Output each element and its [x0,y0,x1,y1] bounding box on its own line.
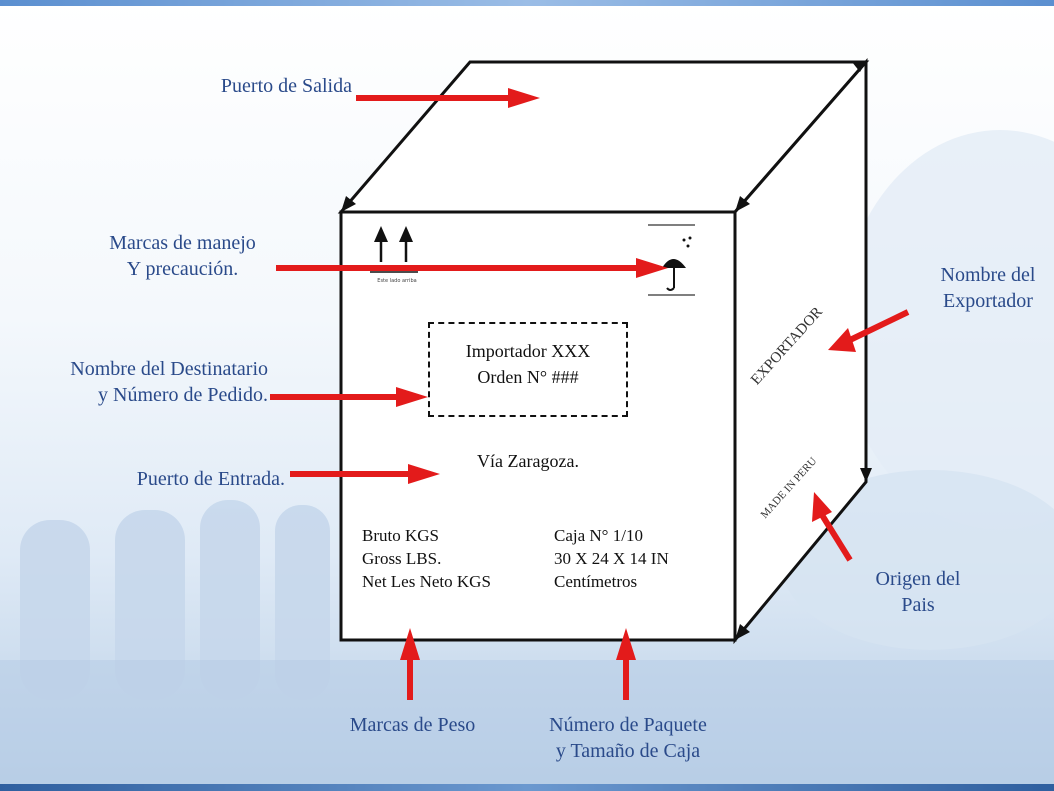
label-origen-line1: Origen del [875,568,961,590]
label-puerto-salida: Puerto de Salida [160,73,352,99]
label-numero-paquete-line1: Número de Paquete [549,714,707,736]
weight-line-2: Gross LBS. [362,549,442,568]
fragile-caption: Este lado arriba [377,278,417,284]
arrow-origen [812,492,853,562]
destinatario-dashed-box [428,322,628,417]
bottom-border [0,784,1054,791]
orden-text: Orden N° ### [477,367,579,387]
label-numero-paquete: Número de Paquete y Tamaño de Caja [528,712,728,764]
arrow-numero-paquete [616,628,636,700]
package-line-2: 30 X 24 X 14 IN [554,549,669,568]
package-line-1: Caja N° 1/10 [554,526,643,545]
label-destinatario-line2: y Número de Pedido. [98,384,268,406]
importador-text: Importador XXX [465,341,591,361]
via-text: Vía Zaragoza. [428,450,628,473]
label-exportador-line2: Exportador [943,290,1033,312]
weight-line-1: Bruto KGS [362,526,439,545]
label-marcas-manejo-line1: Marcas de manejo [109,232,256,254]
label-marcas-manejo-line2: Y precaución. [126,258,239,280]
label-puerto-entrada: Puerto de Entrada. [80,466,285,492]
label-exportador: Nombre del Exportador [918,262,1054,314]
label-destinatario-line1: Nombre del Destinatario [70,358,268,380]
arrow-puerto-entrada [290,464,440,484]
arrow-puerto-salida [356,88,540,108]
arrow-destinatario [270,387,428,407]
box-edge-arrowheads [341,62,872,640]
label-exportador-line1: Nombre del [940,264,1036,286]
label-origen-line2: Pais [901,594,935,616]
red-arrows [270,88,910,700]
package-marks: Caja N° 1/10 30 X 24 X 14 IN Centímetros [554,524,669,593]
label-destinatario: Nombre del Destinatario y Número de Pedi… [20,356,268,408]
weight-marks: Bruto KGS Gross LBS. Net Les Neto KGS [362,524,491,593]
arrow-marcas-peso [400,628,420,700]
weight-line-3: Net Les Neto KGS [362,572,491,591]
umbrella-icon [648,224,695,296]
label-numero-paquete-line2: y Tamaño de Caja [555,740,701,762]
label-origen-pais: Origen del Pais [858,566,978,618]
label-puerto-salida-text: Puerto de Salida [220,75,352,97]
label-marcas-manejo: Marcas de manejo Y precaución. [60,230,305,282]
label-marcas-peso: Marcas de Peso [330,712,495,738]
via-text-value: Vía Zaragoza. [477,451,579,471]
package-line-3: Centímetros [554,572,638,591]
top-border [0,0,1054,6]
arrow-marcas-manejo [276,258,668,278]
label-puerto-entrada-text: Puerto de Entrada. [136,468,285,490]
arrow-exportador [828,309,910,352]
destinatario-text: Importador XXX Orden N° ### [428,338,628,390]
label-marcas-peso-text: Marcas de Peso [349,714,476,736]
